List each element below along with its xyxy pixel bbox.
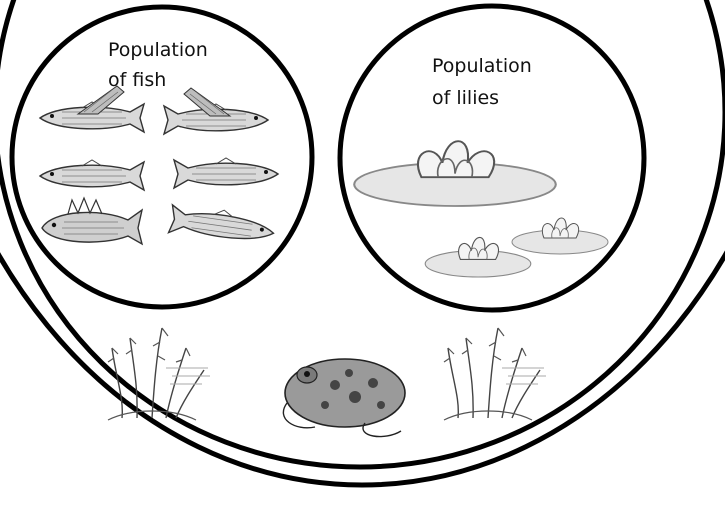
- water-lily-icon: [354, 141, 556, 206]
- fish-icon: [169, 203, 276, 247]
- fish-icon: [174, 158, 278, 188]
- reed-plant-icon: [444, 328, 546, 420]
- frog-icon: [283, 359, 405, 437]
- lily-population-group: Population of lilies: [340, 6, 644, 310]
- fish-icon: [40, 160, 144, 190]
- flying-fish-icon: [40, 86, 144, 132]
- fish-population-group: Population of fish: [12, 7, 312, 307]
- spiny-fish-icon: [42, 198, 142, 244]
- fish-population-label-line1: Population: [108, 39, 208, 61]
- lily-population-label-line1: Population: [432, 55, 532, 77]
- lily-population-label-line2: of lilies: [432, 87, 499, 109]
- water-lily-icon: [512, 218, 608, 254]
- flying-fish-icon: [164, 88, 268, 134]
- community-organisms: [108, 328, 546, 437]
